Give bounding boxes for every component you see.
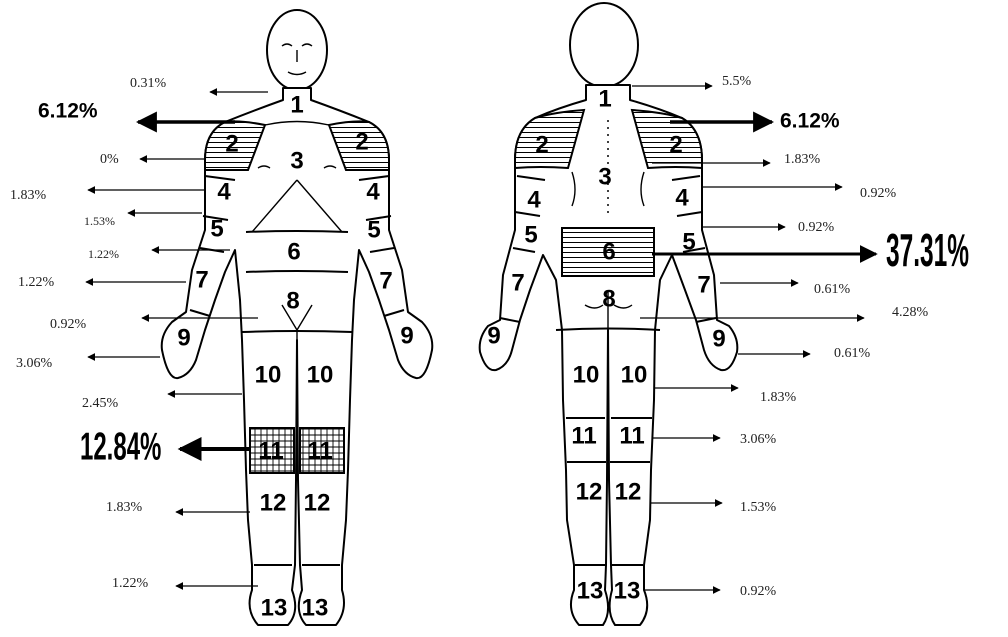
back-pct-region-12: 1.53% xyxy=(740,500,777,515)
back-num-9-left: 9 xyxy=(487,322,500,349)
back-num-12-left: 12 xyxy=(576,478,603,505)
back-pct-region-4: 0.92% xyxy=(860,186,897,201)
back-num-13-left: 13 xyxy=(577,577,604,604)
front-num-9-right: 9 xyxy=(400,322,413,349)
back-pct-region-8: 4.28% xyxy=(892,305,929,320)
front-num-2-right: 2 xyxy=(355,128,368,155)
back-num-11-left: 11 xyxy=(571,422,596,449)
back-pct-region-6: 37.31% xyxy=(886,225,969,276)
front-num-10-right: 10 xyxy=(307,361,334,388)
back-num-3: 3 xyxy=(598,163,611,190)
front-num-4-left: 4 xyxy=(217,178,231,205)
front-num-9-left: 9 xyxy=(177,324,190,351)
front-num-6: 6 xyxy=(287,238,300,265)
front-pct-region-4: 1.83% xyxy=(10,188,47,203)
back-num-5-right: 5 xyxy=(682,228,695,255)
front-num-12-left: 12 xyxy=(260,489,287,516)
front-pct-region-10: 2.45% xyxy=(82,396,119,411)
back-pct-region-13: 0.92% xyxy=(740,584,777,599)
front-band-6-bottom xyxy=(246,271,348,272)
front-num-7-left: 7 xyxy=(195,266,208,293)
front-num-11-right: 11 xyxy=(307,437,332,464)
back-head xyxy=(570,3,638,87)
front-pct-region-9: 3.06% xyxy=(16,356,53,371)
front-num-3: 3 xyxy=(290,147,303,174)
back-num-2-right: 2 xyxy=(669,131,682,158)
back-pct-region-7: 0.61% xyxy=(814,282,851,297)
back-num-6: 6 xyxy=(602,238,615,265)
back-num-5-left: 5 xyxy=(524,221,537,248)
back-pct-region-11: 3.06% xyxy=(740,432,777,447)
front-num-1: 1 xyxy=(290,91,303,118)
back-num-12-right: 12 xyxy=(615,478,642,505)
front-num-13-left: 13 xyxy=(261,594,288,621)
front-num-5-right: 5 xyxy=(367,216,380,243)
back-pct-region-10: 1.83% xyxy=(760,390,797,405)
front-num-5-left: 5 xyxy=(210,215,223,242)
front-num-12-right: 12 xyxy=(304,489,331,516)
front-num-4-right: 4 xyxy=(366,178,380,205)
front-pct-region-11: 12.84% xyxy=(80,424,161,467)
front-num-7-right: 7 xyxy=(379,267,392,294)
front-pct-region-13: 1.22% xyxy=(112,576,149,591)
front-band-6-top xyxy=(246,231,348,232)
back-pct-region-5: 0.92% xyxy=(798,220,835,235)
back-num-10-right: 10 xyxy=(621,361,648,388)
front-pct-region-5: 1.53% xyxy=(84,214,115,228)
back-pct-region-1: 5.5% xyxy=(722,74,752,89)
front-pct-region-7: 1.22% xyxy=(18,275,55,290)
back-pct-region-3: 1.83% xyxy=(784,152,821,167)
back-pct-region-2: 6.12% xyxy=(780,110,840,133)
front-num-13-right: 13 xyxy=(302,594,329,621)
front-pct-region-6: 1.22% xyxy=(88,247,119,261)
back-num-8: 8 xyxy=(602,285,615,312)
front-num-11-left: 11 xyxy=(258,437,283,464)
front-pct-region-1: 0.31% xyxy=(130,76,167,91)
front-pct-region-2: 6.12% xyxy=(38,100,98,123)
front-num-10-left: 10 xyxy=(255,361,282,388)
front-pct-region-12: 1.83% xyxy=(106,500,143,515)
back-num-10-left: 10 xyxy=(573,361,600,388)
front-pct-region-8: 0.92% xyxy=(50,317,87,332)
back-num-1: 1 xyxy=(598,85,611,112)
front-num-2-left: 2 xyxy=(225,130,238,157)
front-num-8: 8 xyxy=(286,287,299,314)
back-num-4-left: 4 xyxy=(527,186,541,213)
back-num-11-right: 11 xyxy=(619,422,644,449)
back-num-7-left: 7 xyxy=(511,269,524,296)
back-num-9-right: 9 xyxy=(712,325,725,352)
back-num-7-right: 7 xyxy=(697,271,710,298)
back-num-2-left: 2 xyxy=(535,131,548,158)
back-pct-region-9: 0.61% xyxy=(834,346,871,361)
back-num-4-right: 4 xyxy=(675,184,689,211)
back-num-13-right: 13 xyxy=(614,577,641,604)
front-pct-region-3: 0% xyxy=(100,152,119,167)
